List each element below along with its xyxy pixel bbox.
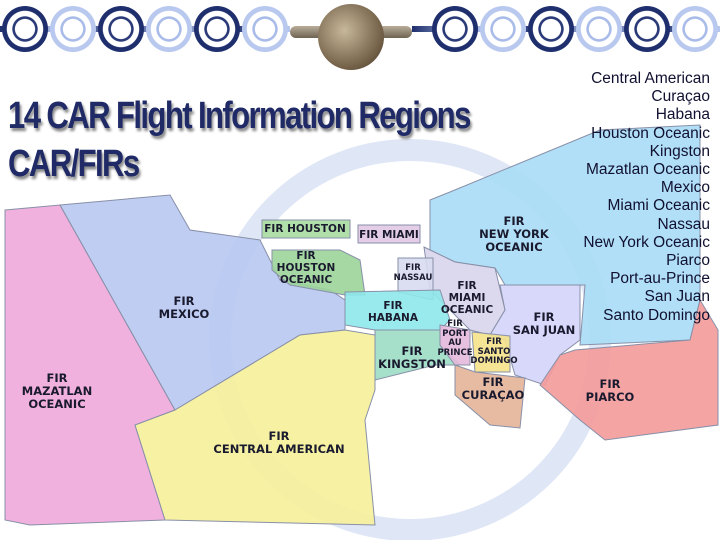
globe-emblem [318, 4, 384, 70]
region-houston[interactable] [261, 219, 351, 239]
icao-logo [480, 6, 526, 52]
region-curacao[interactable] [454, 364, 526, 429]
region-central-american[interactable] [134, 329, 376, 526]
fir-list-item: Santo Domingo [603, 306, 710, 324]
icao-logo [242, 6, 288, 52]
icao-logo [432, 6, 478, 52]
icao-logo [50, 6, 96, 52]
fir-list-item: Habana [655, 106, 710, 124]
icao-logo [146, 6, 192, 52]
title-line-2: CAR/FIRs [8, 143, 140, 185]
page-title: 14 CAR Flight Information Regions CAR/FI… [8, 92, 471, 188]
fir-list-item: Mexico [660, 179, 710, 197]
fir-list-item: Nassau [657, 215, 710, 233]
fir-list-item: Kingston [649, 142, 710, 160]
fir-label-houston: FIR HOUSTON [264, 223, 346, 235]
fir-list-item: Curaçao [651, 88, 710, 106]
region-miami[interactable] [357, 224, 421, 244]
title-line-1: 14 CAR Flight Information Regions [8, 95, 471, 137]
fir-list-item: Houston Oceanic [591, 124, 710, 142]
icao-logo [194, 6, 240, 52]
fir-list-item: Port-au-Prince [610, 270, 710, 288]
icao-logo [528, 6, 574, 52]
region-piarco[interactable] [539, 298, 719, 441]
icao-logo [624, 6, 670, 52]
fir-list-item: Piarco [666, 252, 710, 270]
fir-list-item: Mazatlan Oceanic [585, 161, 710, 179]
icao-logo [576, 6, 622, 52]
icao-emblem-banner [0, 0, 720, 70]
fir-list-item: Central American [591, 70, 710, 87]
region-santo-domingo[interactable] [471, 331, 511, 373]
banner-wing-left [0, 26, 290, 32]
fir-label-miami: FIR MIAMI [359, 229, 419, 241]
fir-list-item: Miami Oceanic [607, 197, 711, 215]
icao-logo [98, 6, 144, 52]
fir-list-item: New York Oceanic [583, 233, 710, 251]
region-port-au-prince[interactable] [439, 324, 471, 366]
icao-logo [2, 6, 48, 52]
fir-list-item: San Juan [644, 288, 711, 306]
icao-logo [672, 6, 718, 52]
